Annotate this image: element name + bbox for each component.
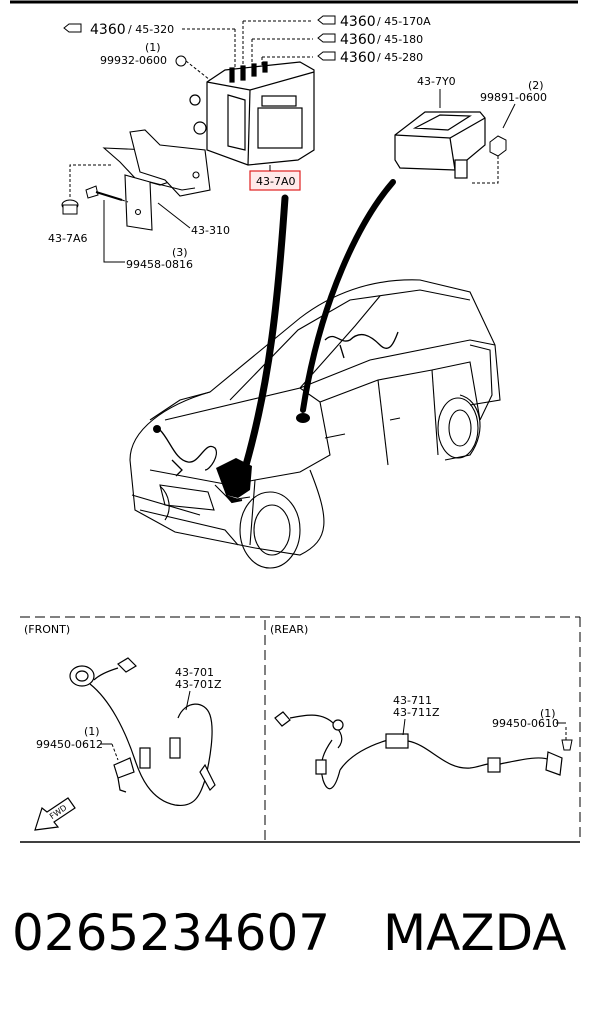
ref-number: 4360 [340, 50, 376, 66]
abs-on-car [216, 458, 252, 504]
sensor-on-car [296, 413, 310, 423]
part-label: 43-7A6 [48, 232, 88, 245]
callout-43-701: 43-701 43-701Z [175, 666, 222, 711]
yaw-sensor [394, 111, 486, 179]
part-label: 99450-0610 [492, 717, 559, 730]
nut-icon [175, 55, 187, 67]
callout-99458: (3) 99458-0816 [85, 185, 193, 271]
part-label: 43-701 [175, 666, 214, 679]
qty-label: (1) [145, 41, 161, 54]
part-label: 43-711 [393, 694, 432, 707]
abs-unit [189, 61, 315, 166]
caption-part-number: 0265234607 [12, 904, 330, 962]
callout-99891: (2) 99891-0600 [470, 79, 547, 184]
fwd-arrow-icon: FWD [34, 797, 76, 831]
front-sensor-dot [153, 425, 161, 433]
ref-sub: / 45-320 [128, 23, 174, 36]
qty-label: (1) [540, 707, 556, 720]
leader-line [185, 60, 211, 81]
callout-4360-45-320: 4360 / 45-320 [63, 22, 235, 38]
section-rear-label: (REAR) [270, 623, 308, 636]
connector-icon [63, 23, 82, 33]
bracket [102, 129, 211, 231]
connector-icon [317, 15, 336, 25]
connector-icon [317, 33, 336, 43]
rear-wheel-sensor [274, 711, 563, 790]
nut-icon [489, 135, 507, 157]
callout-99932: (1) 99932-0600 [100, 41, 211, 81]
callout-43-7y0: 43-7Y0 [417, 75, 456, 108]
ref-sub: / 45-280 [377, 51, 423, 64]
part-label: 99450-0612 [36, 738, 103, 751]
callout-4360-45-180: 4360 / 45-180 [252, 32, 423, 48]
leader-43-310 [157, 202, 191, 229]
callout-43-711: 43-711 43-711Z [393, 694, 440, 736]
ref-number: 4360 [90, 22, 126, 38]
leader-line [402, 718, 406, 736]
callout-99450-0610: (1) 99450-0610 [492, 707, 573, 751]
callout-43-7a0: 43-7A0 [249, 165, 301, 191]
car-illustration [129, 279, 501, 569]
part-label: 43-7Y0 [417, 75, 456, 88]
part-label: 99932-0600 [100, 54, 167, 67]
callout-99450-0612: (1) 99450-0612 [36, 725, 119, 761]
qty-label: (2) [528, 79, 544, 92]
part-label: 99458-0816 [126, 258, 193, 271]
connector-icon [317, 51, 336, 61]
ref-sub: / 45-170A [377, 15, 431, 28]
callout-43-7a6: 43-7A6 [48, 164, 112, 245]
part-label: 99891-0600 [480, 91, 547, 104]
pointer-abs-to-car [242, 194, 289, 469]
callout-4360-45-170a: 4360 / 45-170A [243, 14, 431, 30]
caption-brand: MAZDA [383, 904, 566, 962]
bolt-icon [561, 739, 573, 751]
front-wheel-sensor [69, 657, 216, 807]
qty-label: (1) [84, 725, 100, 738]
part-label: 43-7A0 [256, 175, 296, 188]
pointer-sensor-to-car [300, 179, 396, 413]
ref-number: 4360 [340, 14, 376, 30]
part-label-43-310: 43-310 [191, 224, 230, 237]
part-label: 43-701Z [175, 678, 222, 691]
part-label: 43-711Z [393, 706, 440, 719]
ref-number: 4360 [340, 32, 376, 48]
ref-sub: / 45-180 [377, 33, 423, 46]
leader-line [502, 103, 516, 129]
highlight-box [249, 170, 301, 191]
qty-label: (3) [172, 246, 188, 259]
leader-line [470, 156, 499, 184]
leader-line [185, 690, 191, 711]
car-wiring [159, 331, 399, 477]
leader-line [111, 743, 119, 761]
section-front-label: (FRONT) [24, 623, 70, 636]
callout-4360-45-280: 4360 / 45-280 [262, 50, 423, 66]
